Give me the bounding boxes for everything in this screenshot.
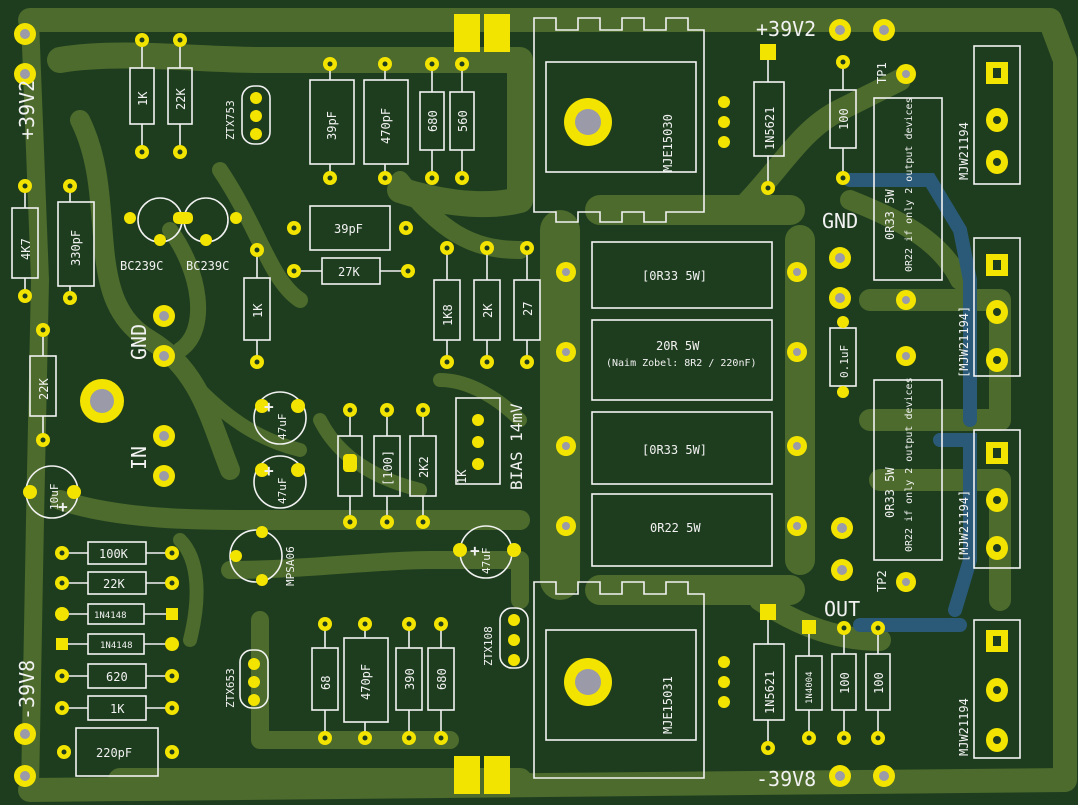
label-1n5621-b: 1N5621 <box>763 671 777 714</box>
label-ztx653: ZTX653 <box>224 668 237 708</box>
label-r-4k7: 4K7 <box>19 238 33 260</box>
label-trim-1k: 1K <box>455 469 469 484</box>
tp1-label: TP1 <box>875 62 889 84</box>
neg-supply-label-right: -39V8 <box>756 767 816 791</box>
label-r-22k-top: 22K <box>174 88 188 110</box>
label-ztx108: ZTX108 <box>482 626 495 666</box>
label-zobel-note: (Naim Zobel: 8R2 / 220nF) <box>606 358 757 369</box>
label-r-0r22: 0R22 5W <box>650 521 701 535</box>
label-r-2k2: 2K2 <box>417 456 431 478</box>
label-r-22k-low: 22K <box>103 577 125 591</box>
label-r-620: 620 <box>106 670 128 684</box>
gnd-label-left: GND <box>127 324 151 360</box>
polarity-mark-47uf-c: + <box>470 541 480 560</box>
label-r-1k-mid: 1K <box>251 303 265 318</box>
label-r-27k: 27K <box>338 265 360 279</box>
label-emitter-a-note: 0R22 if only 2 output devices <box>904 97 915 272</box>
label-r-100-mid: [100] <box>381 450 395 486</box>
label-r-680-b: 680 <box>435 668 449 690</box>
label-c-47uf-a: 47uF <box>276 414 289 441</box>
pos-supply-label-left: +39V2 <box>15 80 39 140</box>
gnd-label-right: GND <box>822 209 858 233</box>
label-c-470pf-a: 470pF <box>379 108 393 144</box>
label-mjw-2: [MJW21194] <box>957 306 971 378</box>
label-mjw-3: [MJW21194] <box>957 490 971 562</box>
label-r-27: 27 <box>521 302 535 316</box>
label-r-68: 68 <box>319 676 333 690</box>
label-r-560: 560 <box>456 110 470 132</box>
label-bc239c-b: BC239C <box>186 259 229 273</box>
label-r-2k: 2K <box>481 303 495 318</box>
label-emitter-a-title: 0R33 5W <box>883 189 897 240</box>
label-r-100-a: 100 <box>837 108 851 130</box>
label-r-390: 390 <box>403 668 417 690</box>
label-r-100-b: 100 <box>838 672 852 694</box>
label-mjw-1: MJW21194 <box>957 122 971 180</box>
polarity-mark-47uf-a: + <box>264 397 274 416</box>
label-c-39pf-b: 39pF <box>334 222 363 236</box>
label-mje15030: MJE15030 <box>661 114 675 172</box>
tp2-label: TP2 <box>875 570 889 592</box>
polarity-mark-47uf-b: + <box>264 461 274 480</box>
label-r-1k-top: 1K <box>136 91 150 106</box>
bias-label: BIAS 14mV <box>507 403 526 490</box>
pads-layer <box>14 14 1008 794</box>
label-c-47uf-b: 47uF <box>276 478 289 505</box>
label-r-0r33-b: [0R33 5W] <box>642 443 707 457</box>
label-c-39pf-a: 39pF <box>325 111 339 140</box>
label-emitter-b-title: 0R33 5W <box>883 467 897 518</box>
silkscreen-text: +39V2 -39V8 +39V2 -39V8 GND IN GND OUT T… <box>15 17 971 791</box>
label-r-0r33-a: [0R33 5W] <box>642 269 707 283</box>
label-emitter-b-note: 0R22 if only 2 output devices <box>904 377 915 552</box>
in-label: IN <box>127 446 151 470</box>
label-c-10uf: 10uF <box>48 484 61 511</box>
polarity-mark-10uf: + <box>58 497 68 516</box>
label-c-47uf-c: 47uF <box>480 548 493 575</box>
label-c-330pf: 330pF <box>69 230 83 266</box>
neg-supply-label-left: -39V8 <box>15 660 39 720</box>
label-r-20r: 20R 5W <box>656 339 700 353</box>
label-r-22k-mid: 22K <box>37 378 51 400</box>
label-c-470pf-b: 470pF <box>359 664 373 700</box>
out-label: OUT <box>824 597 860 621</box>
pos-supply-label-right: +39V2 <box>756 17 816 41</box>
label-1n4148-b: 1N4148 <box>100 641 133 651</box>
label-r-680-a: 680 <box>426 110 440 132</box>
label-r-100-c: 100 <box>872 672 886 694</box>
label-r-1k8: 1K8 <box>441 304 455 326</box>
label-mpsa06: MPSA06 <box>284 546 297 586</box>
label-mjw-4: MJW21194 <box>957 698 971 756</box>
label-1n5621-a: 1N5621 <box>763 107 777 150</box>
label-r-100k: 100K <box>99 547 129 561</box>
label-bc239c-a: BC239C <box>120 259 163 273</box>
label-r-1k-low: 1K <box>110 702 125 716</box>
label-1n4148-a: 1N4148 <box>94 611 127 621</box>
label-mje15031: MJE15031 <box>661 676 675 734</box>
label-c-01uf: 0.1uF <box>838 345 851 378</box>
label-c-220pf: 220pF <box>96 746 132 760</box>
label-ztx753: ZTX753 <box>224 100 237 140</box>
label-1n4004: 1N4004 <box>805 671 815 704</box>
